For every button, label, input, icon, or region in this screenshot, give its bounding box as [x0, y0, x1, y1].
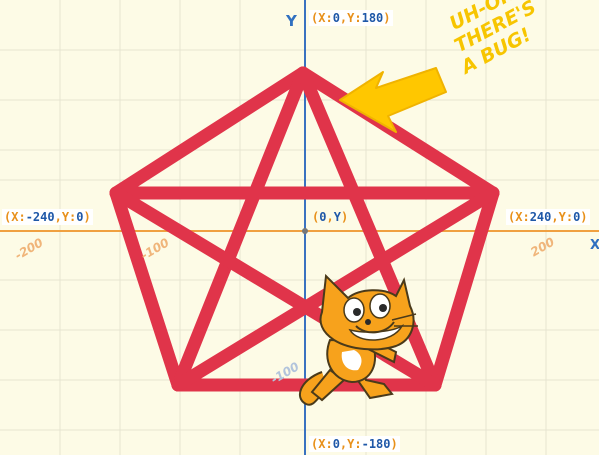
origin-dot	[302, 228, 308, 234]
coord-label-left: (X:-240,Y:0)	[2, 209, 93, 225]
coord-label-bottom: (X:0,Y:-180)	[309, 436, 400, 452]
x-axis-label: X	[590, 238, 599, 253]
coord-label-center: (0,Y)	[310, 209, 350, 225]
coord-label-right: (X:240,Y:0)	[506, 209, 590, 225]
coord-label-top: (X:0,Y:180)	[309, 10, 393, 26]
y-axis-label: Y	[286, 12, 297, 30]
